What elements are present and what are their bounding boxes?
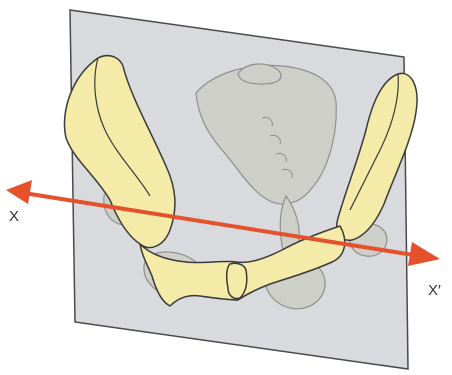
x-axis-arrowhead-left xyxy=(6,180,32,204)
vertebra-top xyxy=(238,64,281,84)
pubic-symphysis xyxy=(227,263,247,298)
axis-label-x: X xyxy=(9,209,19,224)
axis-label-x-prime: X′ xyxy=(428,283,441,298)
x-axis-arrowhead-right xyxy=(408,242,440,266)
